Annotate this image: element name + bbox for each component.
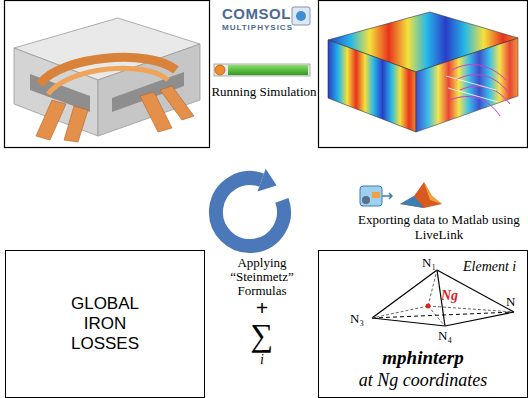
result-text-holder: GLOBAL IRON LOSSES [6,251,204,397]
result-text: GLOBAL IRON LOSSES [60,294,150,354]
step-label: Applying “Steinmetz” Formulas [219,256,305,298]
livelink-icon [360,186,392,206]
step-label: Exporting data to Matlab using LiveLink [352,212,526,242]
logo-subtext: MULTIPHYSICS [222,23,293,32]
function-note-holder: at Ng coordinates [319,370,527,391]
sum-index: i [252,352,272,368]
tetrahedron [372,270,514,326]
matlab-icon [400,182,442,208]
vertex-label: N₄ [438,328,452,343]
step-label: Running Simulation [208,84,320,100]
vertex-label: N₁ [422,255,436,270]
function-name-holder: mphinterp [319,347,527,369]
progress-bar [214,64,310,76]
result-box: GLOBAL IRON LOSSES [5,250,205,398]
function-name: mphinterp [319,347,527,369]
logo-text: COMSOL [222,5,291,22]
gauss-point-label: Ng [441,288,458,303]
element-label-holder: Element i [463,259,516,275]
inductor-model [5,1,210,148]
function-note: at Ng coordinates [319,370,527,391]
comsol-logo [292,7,310,25]
vertex-label: N [506,294,515,309]
sum-symbol: ∑ [240,318,284,352]
field-plot [319,1,528,148]
element-label: Element i [463,259,516,275]
vertex-label: N₃ [350,311,364,326]
element-box: Element i mphinterpat Ng coordinates [318,250,528,398]
cycle-arrow [216,169,284,246]
plus-sign: + [252,297,272,319]
